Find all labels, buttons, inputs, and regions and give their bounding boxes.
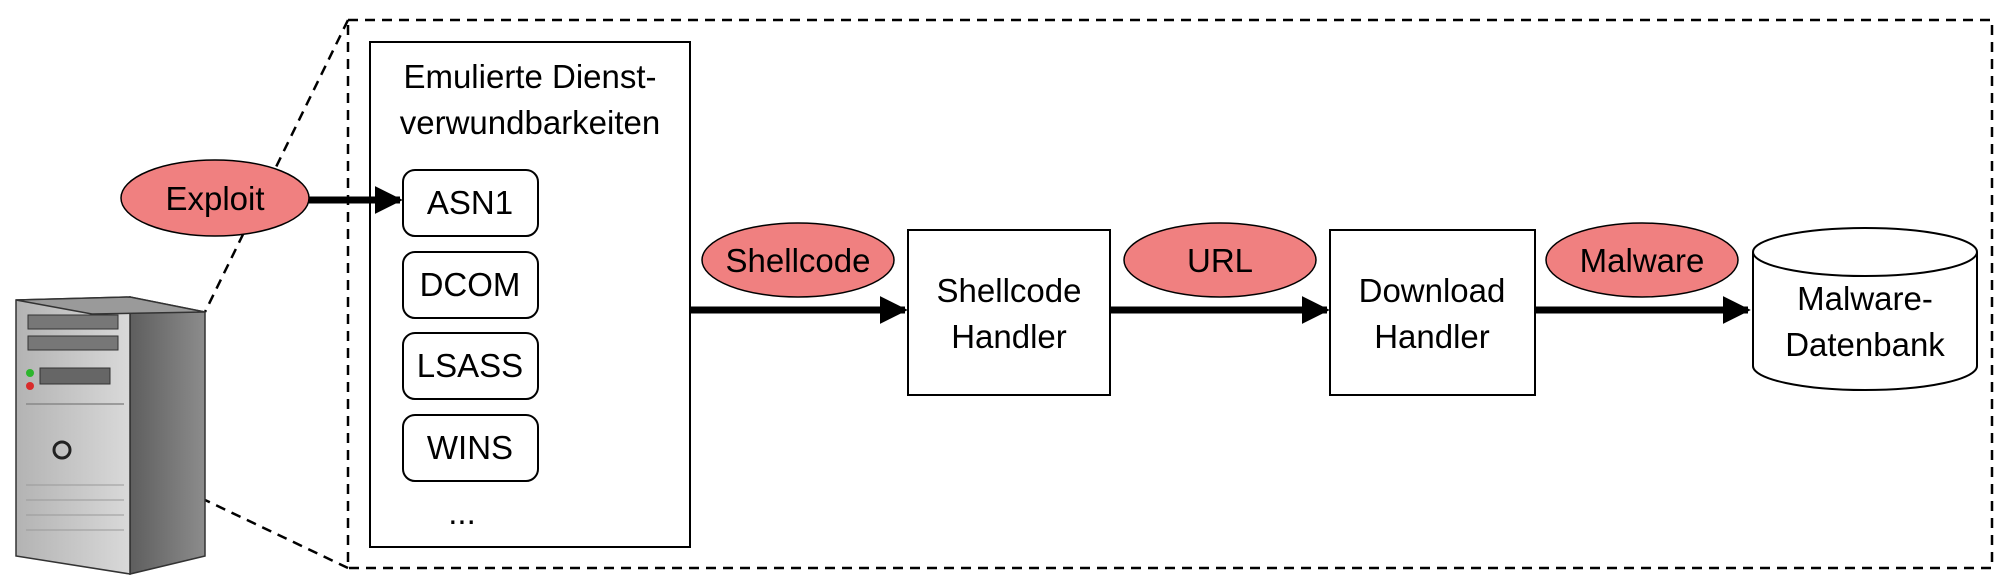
emulated-services-panel: Emulierte Dienst- verwundbarkeiten ASN1 … — [369, 41, 691, 548]
svg-text:DCOM: DCOM — [420, 266, 521, 303]
svg-text:URL: URL — [1187, 242, 1253, 279]
svg-text:Malware: Malware — [1580, 242, 1705, 279]
malware-database-icon: Malware- Datenbank — [1752, 227, 1978, 391]
shellcode-label: Shellcode — [701, 222, 895, 298]
server-tower-icon — [15, 296, 206, 575]
panel-title-line1: Emulierte Dienst- — [403, 58, 656, 95]
svg-text:Handler: Handler — [951, 318, 1067, 355]
service-item-lsass: LSASS — [402, 332, 539, 400]
download-handler-box: Download Handler — [1329, 229, 1536, 396]
svg-text:ASN1: ASN1 — [427, 184, 513, 221]
service-item-asn1: ASN1 — [402, 169, 539, 237]
svg-text:Datenbank: Datenbank — [1785, 326, 1945, 363]
url-label: URL — [1123, 222, 1317, 298]
svg-text:WINS: WINS — [427, 429, 513, 466]
malware-label: Malware — [1545, 222, 1739, 298]
exploit-label: Exploit — [120, 159, 310, 237]
service-item-dcom: DCOM — [402, 251, 539, 319]
svg-text:Exploit: Exploit — [165, 180, 264, 217]
svg-text:Download: Download — [1359, 272, 1506, 309]
service-item-wins: WINS — [402, 414, 539, 482]
svg-text:Shellcode: Shellcode — [937, 272, 1082, 309]
svg-text:LSASS: LSASS — [417, 347, 523, 384]
svg-text:Handler: Handler — [1374, 318, 1490, 355]
svg-text:Shellcode: Shellcode — [726, 242, 871, 279]
shellcode-handler-box: Shellcode Handler — [907, 229, 1111, 396]
system-boundary — [203, 18, 1994, 570]
service-list-ellipsis: ... — [448, 494, 476, 531]
panel-title-line2: verwundbarkeiten — [400, 104, 661, 141]
svg-text:Malware-: Malware- — [1797, 280, 1933, 317]
